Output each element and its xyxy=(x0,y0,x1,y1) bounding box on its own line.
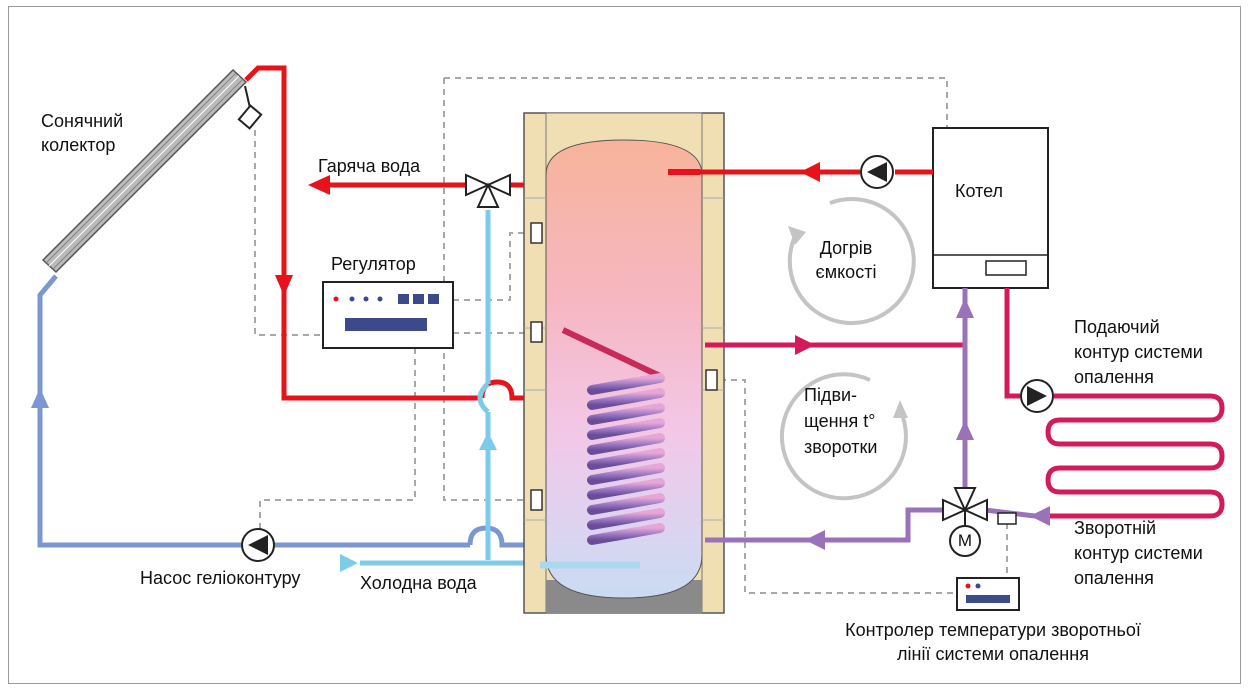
reheat-cycle-icon xyxy=(787,197,916,326)
heating-supply-pump-icon xyxy=(1020,379,1054,413)
supply-line xyxy=(705,288,1225,519)
return-sensor-icon xyxy=(997,512,1017,525)
cold-water-up-arrow-icon xyxy=(479,432,497,450)
solar-pump-label: Насос геліоконтуру xyxy=(140,568,301,588)
return-raise-label-3: зворотки xyxy=(804,437,878,457)
return-raise-coil xyxy=(587,373,665,545)
solar-down-arrow-icon xyxy=(275,275,293,296)
supply-label-1: Подаючий xyxy=(1074,317,1160,337)
boiler xyxy=(932,127,1049,289)
cold-water-inlet-arrow-icon xyxy=(340,554,358,572)
upper-coil-drop xyxy=(561,327,662,379)
solar-pump-icon xyxy=(241,528,275,562)
regulator-device xyxy=(322,281,454,349)
hot-water-arrow-icon xyxy=(308,175,330,195)
tank-sensor-icons xyxy=(530,222,718,511)
supply-label-2: контур системи xyxy=(1074,342,1203,362)
solar-collector xyxy=(41,68,248,274)
return-label-1: Зворотній xyxy=(1074,518,1157,538)
return-arrow-left-icon xyxy=(1030,506,1050,526)
lower-solar-coil xyxy=(553,400,697,470)
controller-label-1: Контролер температури зворотньої xyxy=(845,620,1141,640)
motor-icon xyxy=(949,525,981,557)
return-three-way-valve-icon xyxy=(942,487,988,522)
solar-collector-label-2: колектор xyxy=(41,135,116,155)
return-arrow-up-icon xyxy=(956,298,974,318)
return-raise-cycle-icon xyxy=(779,372,908,501)
supply-label-3: опалення xyxy=(1074,367,1154,387)
reheat-label-2: ємкості xyxy=(815,262,877,282)
hot-water-three-way-valve-icon xyxy=(465,173,511,208)
return-arrow-left2-icon xyxy=(805,530,825,550)
lower-solar-coil-dark xyxy=(553,475,697,575)
return-arrow-up2-icon xyxy=(956,420,974,440)
return-controller-device xyxy=(956,577,1020,611)
supply-arrow-icon xyxy=(795,335,815,355)
solar-circuit xyxy=(37,274,550,548)
control-lines xyxy=(254,77,1008,594)
cold-water-line xyxy=(360,210,560,566)
reheat-label-1: Догрів xyxy=(819,238,873,258)
controller-label-2: лінії системи опалення xyxy=(897,644,1089,664)
hot-water-label: Гаряча вода xyxy=(318,156,421,176)
collector-sensor-icon xyxy=(237,85,263,130)
regulator-label: Регулятор xyxy=(331,254,416,274)
boiler-label: Котел xyxy=(955,181,1004,201)
cold-water-label: Холодна вода xyxy=(360,573,477,593)
solar-collector-label-1: Сонячний xyxy=(41,111,124,131)
return-raise-label-2: щення t° xyxy=(804,411,876,431)
return-label-3: опалення xyxy=(1074,568,1154,588)
boiler-flow-arrow-icon xyxy=(800,162,820,182)
motor-label: M xyxy=(957,531,973,550)
return-raise-label-1: Підви- xyxy=(804,385,858,405)
solar-up-arrow-icon xyxy=(31,388,49,408)
boiler-pump-icon xyxy=(860,155,894,189)
diagram-frame xyxy=(8,6,1241,684)
upper-heat-exchanger-coil xyxy=(558,195,697,325)
return-label-2: контур системи xyxy=(1074,543,1203,563)
